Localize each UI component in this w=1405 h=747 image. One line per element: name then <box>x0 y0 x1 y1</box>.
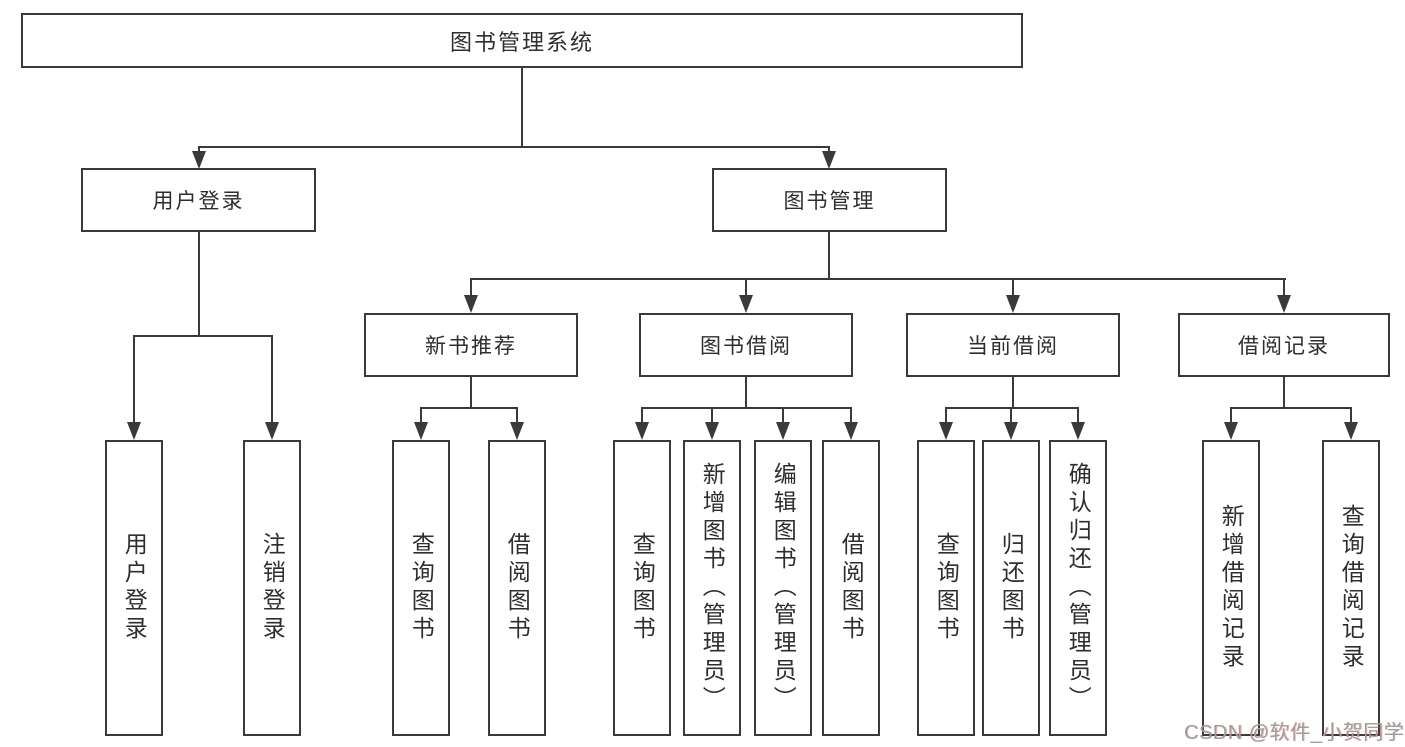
connector-user-login-bus <box>133 335 273 337</box>
arrowhead-down-icon <box>1224 422 1238 440</box>
connector-drop <box>470 278 472 296</box>
connector-drop <box>945 407 947 423</box>
connector-drop <box>1283 278 1285 296</box>
connector-current-stem <box>1012 377 1014 407</box>
leaf-return-books: 归还图书 <box>982 440 1040 736</box>
leaf-edit-books-admin-label: 编辑图书（管理员） <box>770 462 797 714</box>
connector-root-bus <box>198 146 830 148</box>
connector-drop <box>1350 407 1352 423</box>
node-current-borrow: 当前借阅 <box>906 313 1120 377</box>
node-root-label: 图书管理系统 <box>449 29 594 55</box>
connector-drop <box>1010 407 1012 423</box>
leaf-query-books-borrow: 查询图书 <box>613 440 671 736</box>
connector-drop <box>271 335 273 423</box>
leaf-add-books-admin-label: 新增图书（管理员） <box>699 462 726 714</box>
connector-recommend-bus <box>420 407 518 409</box>
leaf-return-books-label: 归还图书 <box>998 532 1025 644</box>
arrowhead-down-icon <box>822 151 836 169</box>
leaf-logout: 注销登录 <box>243 440 301 736</box>
leaf-user-login: 用户登录 <box>105 440 163 736</box>
leaf-user-login-label: 用户登录 <box>121 532 148 644</box>
connector-drop <box>420 407 422 423</box>
connector-drop <box>1077 407 1079 423</box>
leaf-confirm-return-admin: 确认归还（管理员） <box>1049 440 1107 736</box>
connector-current-bus <box>945 407 1079 409</box>
leaf-borrow-books: 借阅图书 <box>822 440 880 736</box>
leaf-query-borrow-record-label: 查询借阅记录 <box>1338 504 1365 672</box>
leaf-query-books-recommend: 查询图书 <box>392 440 450 736</box>
arrowhead-down-icon <box>414 422 428 440</box>
leaf-borrow-books-label: 借阅图书 <box>838 532 865 644</box>
connector-book-mgmt-bus <box>470 278 1286 280</box>
connector-drop <box>133 335 135 423</box>
connector-drop <box>641 407 643 423</box>
leaf-logout-label: 注销登录 <box>259 532 286 644</box>
leaf-query-books-recommend-label: 查询图书 <box>408 532 435 644</box>
arrowhead-down-icon <box>127 422 141 440</box>
connector-root-stem <box>521 68 523 146</box>
node-borrow-records: 借阅记录 <box>1178 313 1390 377</box>
arrowhead-down-icon <box>739 295 753 313</box>
leaf-query-books-current: 查询图书 <box>917 440 975 736</box>
connector-book-mgmt-stem <box>828 232 830 278</box>
leaf-add-borrow-record-label: 新增借阅记录 <box>1218 504 1245 672</box>
connector-drop <box>782 407 784 423</box>
leaf-add-books-admin: 新增图书（管理员） <box>683 440 741 736</box>
arrowhead-down-icon <box>510 422 524 440</box>
connector-drop <box>745 278 747 296</box>
connector-user-login-stem <box>198 232 200 335</box>
node-user-login: 用户登录 <box>81 168 316 232</box>
connector-drop <box>1230 407 1232 423</box>
connector-records-stem <box>1283 377 1285 407</box>
node-current-borrow-label: 当前借阅 <box>967 335 1059 358</box>
node-book-borrow: 图书借阅 <box>639 313 853 377</box>
arrowhead-down-icon <box>464 295 478 313</box>
arrowhead-down-icon <box>939 422 953 440</box>
node-new-book-recommend-label: 新书推荐 <box>425 335 517 358</box>
csdn-watermark: CSDN @软件_小贺同学 <box>1184 722 1405 744</box>
connector-borrow-stem <box>745 377 747 407</box>
leaf-query-borrow-record: 查询借阅记录 <box>1322 440 1380 736</box>
leaf-edit-books-admin: 编辑图书（管理员） <box>754 440 812 736</box>
node-book-management: 图书管理 <box>712 168 947 232</box>
arrowhead-down-icon <box>635 422 649 440</box>
leaf-borrow-books-recommend: 借阅图书 <box>488 440 546 736</box>
leaf-query-books-borrow-label: 查询图书 <box>629 532 656 644</box>
connector-drop <box>850 407 852 423</box>
leaf-borrow-books-recommend-label: 借阅图书 <box>504 532 531 644</box>
arrowhead-down-icon <box>844 422 858 440</box>
connector-recommend-stem <box>470 377 472 407</box>
node-book-management-label: 图书管理 <box>783 190 876 213</box>
leaf-query-books-current-label: 查询图书 <box>933 532 960 644</box>
arrowhead-down-icon <box>1006 295 1020 313</box>
node-book-borrow-label: 图书借阅 <box>700 335 792 358</box>
arrowhead-down-icon <box>192 151 206 169</box>
node-root: 图书管理系统 <box>21 13 1023 68</box>
connector-drop <box>711 407 713 423</box>
connector-drop <box>516 407 518 423</box>
connector-drop <box>828 146 830 154</box>
connector-records-bus <box>1230 407 1352 409</box>
arrowhead-down-icon <box>1277 295 1291 313</box>
connector-borrow-bus <box>641 407 852 409</box>
leaf-confirm-return-admin-label: 确认归还（管理员） <box>1065 462 1092 714</box>
connector-drop <box>198 146 200 154</box>
arrowhead-down-icon <box>705 422 719 440</box>
connector-drop <box>1012 278 1014 296</box>
leaf-add-borrow-record: 新增借阅记录 <box>1202 440 1260 736</box>
arrowhead-down-icon <box>1344 422 1358 440</box>
arrowhead-down-icon <box>1071 422 1085 440</box>
node-borrow-records-label: 借阅记录 <box>1238 335 1330 358</box>
node-new-book-recommend: 新书推荐 <box>364 313 578 377</box>
arrowhead-down-icon <box>776 422 790 440</box>
node-user-login-label: 用户登录 <box>152 190 245 213</box>
arrowhead-down-icon <box>265 422 279 440</box>
arrowhead-down-icon <box>1004 422 1018 440</box>
